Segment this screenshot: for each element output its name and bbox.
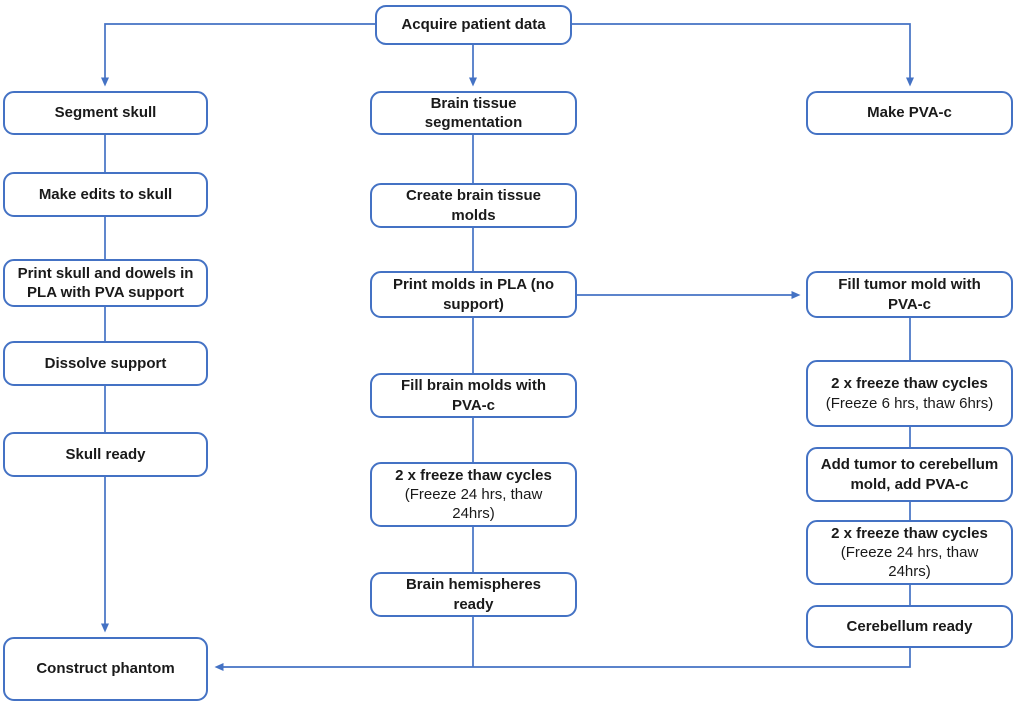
node-fill-tumor-mold-label: Fill tumor mold with PVA-c: [838, 276, 981, 313]
node-freeze-thaw-cerebellum: 2 x freeze thaw cycles (Freeze 24 hrs, t…: [806, 520, 1013, 585]
node-fill-brain-molds-label: Fill brain molds with PVA-c: [400, 377, 546, 414]
node-print-skull-and-dowels-label: Print skull and dowels in PLA with PVA s…: [17, 264, 194, 301]
node-make-edits-to-skull: Make edits to skull: [3, 172, 208, 217]
node-freeze-thaw-tumor-detail: (Freeze 6 hrs, thaw 6hrs): [825, 394, 994, 412]
node-dissolve-support-label: Dissolve support: [44, 354, 167, 372]
node-fill-brain-molds: Fill brain molds with PVA-c: [370, 373, 577, 418]
edge-acquire-to-segment-skull: [101, 23, 375, 87]
node-brain-hemispheres-ready-label: Brain hemispheres ready: [405, 576, 542, 613]
node-print-molds-in-pla: Print molds in PLA (no support): [370, 271, 577, 318]
node-create-brain-tissue-molds: Create brain tissue molds: [370, 183, 577, 228]
node-acquire-patient-data: Acquire patient data: [375, 5, 572, 45]
node-freeze-thaw-brain-title: 2 x freeze thaw cycles: [395, 466, 552, 484]
node-brain-hemispheres-ready: Brain hemispheres ready: [370, 572, 577, 617]
node-freeze-thaw-brain-detail: (Freeze 24 hrs, thaw 24hrs): [404, 485, 543, 523]
node-segment-skull-label: Segment skull: [54, 104, 157, 122]
node-cerebellum-ready-label: Cerebellum ready: [846, 617, 973, 635]
node-print-skull-and-dowels: Print skull and dowels in PLA with PVA s…: [3, 259, 208, 307]
node-fill-tumor-mold: Fill tumor mold with PVA-c: [806, 271, 1013, 318]
node-segment-skull: Segment skull: [3, 91, 208, 135]
node-freeze-thaw-cerebellum-detail: (Freeze 24 hrs, thaw 24hrs): [840, 543, 979, 581]
node-freeze-thaw-brain: 2 x freeze thaw cycles (Freeze 24 hrs, t…: [370, 462, 577, 527]
edge-acquire-to-make-pvac: [572, 23, 914, 87]
node-dissolve-support: Dissolve support: [3, 341, 208, 386]
edge-cereb-ready-to-construct: [214, 648, 911, 671]
node-skull-ready-label: Skull ready: [65, 445, 146, 463]
node-cerebellum-ready: Cerebellum ready: [806, 605, 1013, 648]
node-brain-tissue-segmentation-label: Brain tissue segmentation: [424, 94, 523, 131]
node-skull-ready: Skull ready: [3, 432, 208, 477]
node-construct-phantom-label: Construct phantom: [36, 660, 175, 678]
node-make-pvac-label: Make PVA-c: [867, 104, 952, 122]
node-make-edits-to-skull-label: Make edits to skull: [38, 185, 173, 203]
node-freeze-thaw-tumor-title: 2 x freeze thaw cycles: [831, 375, 988, 393]
node-add-tumor-to-cerebellum: Add tumor to cerebellum mold, add PVA-c: [806, 447, 1013, 502]
node-construct-phantom: Construct phantom: [3, 637, 208, 701]
node-add-tumor-to-cerebellum-label: Add tumor to cerebellum mold, add PVA-c: [820, 456, 999, 493]
node-brain-tissue-segmentation: Brain tissue segmentation: [370, 91, 577, 135]
node-make-pvac: Make PVA-c: [806, 91, 1013, 135]
node-freeze-thaw-tumor: 2 x freeze thaw cycles (Freeze 6 hrs, th…: [806, 360, 1013, 427]
node-freeze-thaw-cerebellum-title: 2 x freeze thaw cycles: [831, 524, 988, 542]
node-print-molds-in-pla-label: Print molds in PLA (no support): [392, 276, 555, 313]
node-create-brain-tissue-molds-label: Create brain tissue molds: [405, 187, 542, 224]
node-acquire-patient-data-label: Acquire patient data: [401, 16, 546, 34]
